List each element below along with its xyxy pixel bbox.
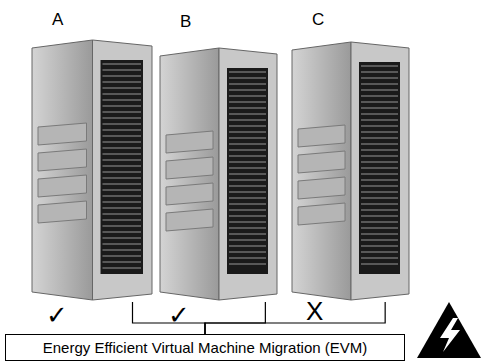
server-label: C <box>312 10 324 30</box>
server-illustration <box>30 38 155 302</box>
process-box: Energy Efficient Virtual Machine Migrati… <box>5 334 405 361</box>
server-tower: B <box>158 12 280 302</box>
server-tower: C <box>290 10 412 302</box>
server-illustration <box>158 46 280 302</box>
warning-icon <box>417 302 481 358</box>
status-mark: X <box>306 298 323 324</box>
server-label: B <box>180 12 191 32</box>
server-tower: A <box>30 10 155 302</box>
status-mark: ✓ <box>46 302 68 328</box>
connector-line <box>205 302 385 334</box>
server-label: A <box>52 10 63 30</box>
connector-line <box>133 302 206 334</box>
connector-line <box>205 302 265 334</box>
status-mark: ✓ <box>168 302 190 328</box>
box-label: Energy Efficient Virtual Machine Migrati… <box>43 339 368 356</box>
server-illustration <box>290 40 412 302</box>
